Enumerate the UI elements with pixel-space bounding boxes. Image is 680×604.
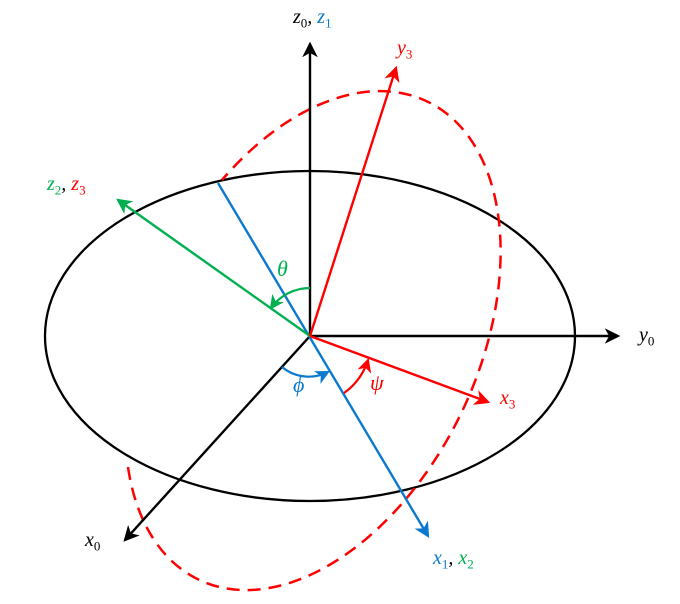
rotated-plane-dashed-ellipse [126, 89, 502, 592]
axis-z2-z3 [116, 198, 311, 337]
label-comma: , [448, 547, 459, 569]
axis-y3 [308, 65, 400, 337]
label-comma: , [307, 6, 318, 28]
label-phi-angle: ϕ [293, 372, 305, 397]
axis-x0 [123, 335, 311, 542]
angle-psi-arc [343, 357, 372, 394]
label-psi-angle: ψ [370, 370, 384, 395]
label-z2: z2 [47, 173, 62, 198]
label-z1: z1 [317, 6, 332, 31]
angle-theta-arc [269, 286, 311, 310]
label-y3: y3 [397, 37, 413, 62]
angle-phi-arc [281, 366, 330, 384]
axis-x3 [309, 334, 491, 405]
axis-x1-x2 [216, 182, 430, 539]
label-x1-x2: x1, x2 [433, 548, 474, 571]
label-x0: x0 [85, 529, 101, 554]
label-x1: x1 [433, 547, 449, 572]
label-theta-angle: θ [277, 256, 288, 281]
label-z0: z0 [293, 6, 308, 31]
label-y0: y0 [639, 324, 655, 349]
label-x3: x3 [500, 387, 516, 412]
label-x2: x2 [458, 547, 474, 572]
label-z3: z3 [71, 173, 86, 198]
label-z2-z3: z2, z3 [47, 174, 86, 197]
label-z0-z1: z0, z1 [293, 7, 332, 30]
label-comma: , [61, 173, 72, 195]
